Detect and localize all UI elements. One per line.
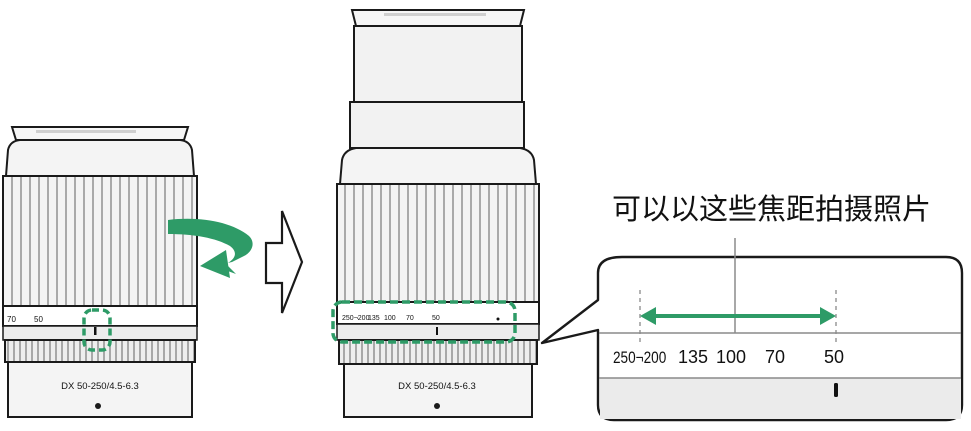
lens-after: 250¬200 135 100 70 50 DX 50-250/4.5-6.3 [331,9,540,418]
focal-range-arrow-icon [640,307,836,325]
lens-model-label: DX 50-250/4.5-6.3 [398,381,476,392]
zoom-scale-callout: 250¬200 135 100 70 50 [540,238,964,422]
callout-scale-label: 250¬200 [613,349,666,368]
scale-label: 70 [7,315,16,324]
scale-label: 50 [432,315,440,322]
callout-scale-label: 135 [678,347,708,367]
scale-label: 100 [384,315,396,322]
index-highlight [82,308,112,352]
scale-label: 50 [34,315,43,324]
lens-before: 70 50 DX 50-250/4.5-6.3 [2,126,198,418]
callout-scale-label: 100 [716,347,746,367]
right-arrow-icon [264,210,304,314]
rotate-arrow-icon [168,218,253,278]
lens-model-label: DX 50-250/4.5-6.3 [61,381,139,392]
scale-label: 70 [406,315,414,322]
scale-label: 250¬200 [342,315,370,322]
callout-scale-label: 50 [824,347,844,367]
callout-scale-label: 70 [765,347,785,367]
scale-highlight [331,300,517,344]
scale-label: 135 [368,315,380,322]
focal-range-caption: 可以以这些焦距拍摄照片 [612,192,932,226]
